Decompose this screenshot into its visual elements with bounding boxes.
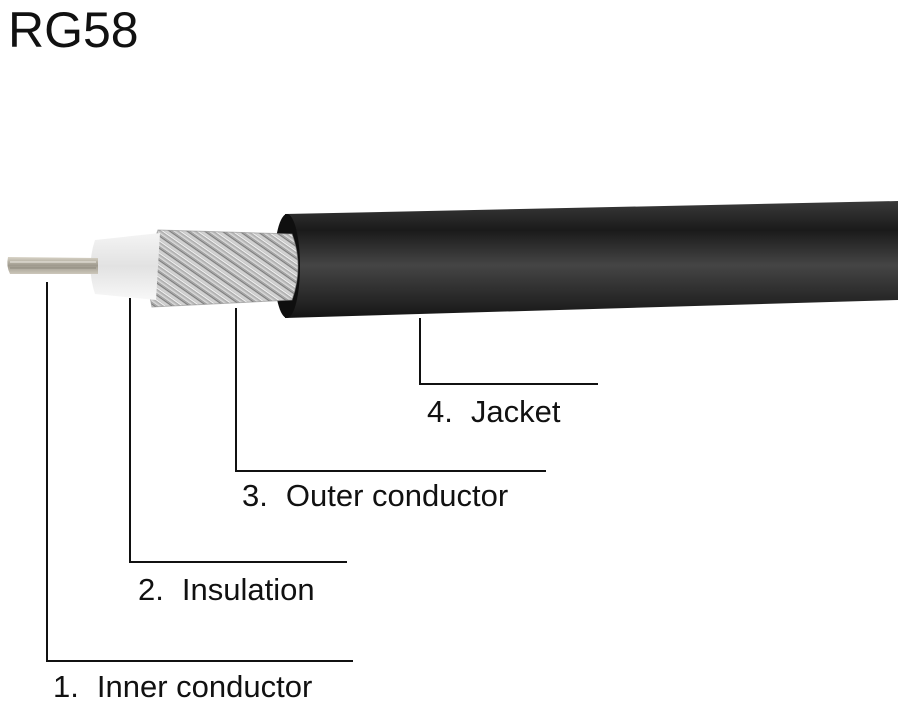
insulation: [90, 233, 160, 300]
label-number: 2.: [138, 572, 164, 607]
leader-line-insulation-vertical: [129, 298, 131, 562]
coaxial-cable-illustration: [7, 201, 898, 318]
label-jacket: 4. Jacket: [427, 394, 560, 430]
leader-line-jacket-vertical: [419, 318, 421, 384]
leader-line-outer-conductor-horizontal: [235, 470, 546, 472]
label-text: Jacket: [470, 394, 561, 429]
outer-conductor-braid: [148, 229, 299, 308]
leader-line-jacket-horizontal: [419, 383, 598, 385]
leader-line-inner-conductor-vertical: [46, 282, 48, 661]
label-outer-conductor: 3. Outer conductor: [242, 478, 508, 514]
leader-line-insulation-horizontal: [129, 561, 347, 563]
leader-line-inner-conductor-horizontal: [46, 660, 353, 662]
label-number: 3.: [242, 478, 268, 513]
jacket: [274, 201, 898, 318]
label-text: Inner conductor: [96, 669, 313, 704]
diagram-title: RG58: [8, 2, 139, 58]
label-number: 4.: [427, 394, 453, 429]
label-insulation: 2. Insulation: [138, 572, 315, 608]
inner-conductor: [7, 257, 98, 274]
leader-line-outer-conductor-vertical: [235, 308, 237, 471]
label-inner-conductor: 1. Inner conductor: [53, 669, 312, 705]
label-text: Insulation: [181, 572, 315, 607]
label-text: Outer conductor: [285, 478, 509, 513]
label-number: 1.: [53, 669, 79, 704]
